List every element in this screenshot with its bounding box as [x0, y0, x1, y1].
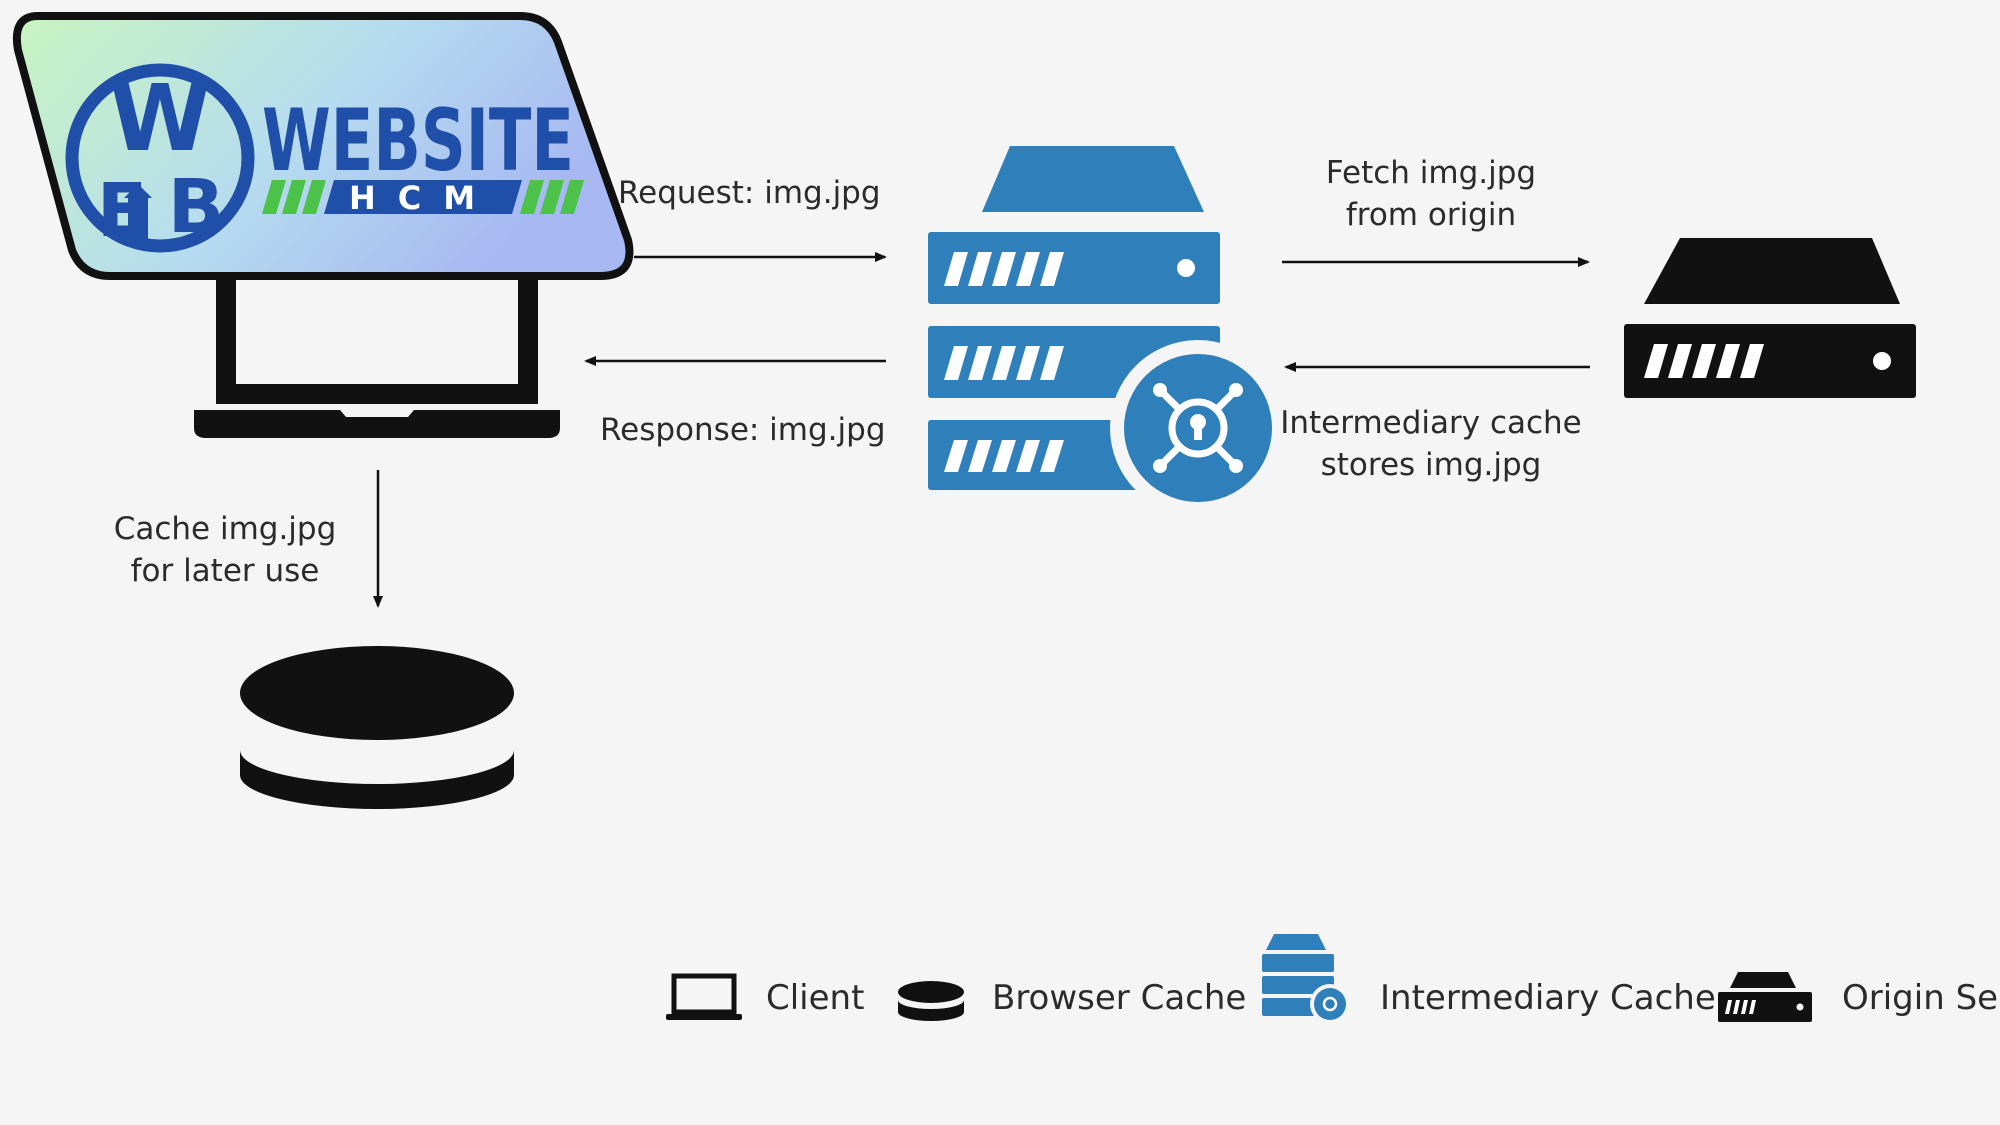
- store-label-line1: Intermediary cache: [1280, 405, 1582, 441]
- logo-brand-sub: HCM: [349, 179, 497, 217]
- laptop-screen-frame: [216, 252, 538, 404]
- fetch-label: Fetch img.jpg from origin: [1290, 152, 1572, 236]
- legend-intermediary-cache-icon: [1262, 934, 1350, 1024]
- browser-cache-disk: [240, 646, 514, 809]
- laptop-base: [194, 410, 560, 438]
- store-label: Intermediary cache stores img.jpg: [1280, 402, 1582, 486]
- legend-browser-cache-icon: [898, 981, 964, 1021]
- website-logo: W E B WEBSITE HCM: [13, 12, 634, 280]
- legend-origin-server-icon: [1718, 972, 1812, 1022]
- legend-client-icon: [666, 973, 742, 1020]
- logo-sub-bar: [324, 180, 522, 214]
- legend-client-label: Client: [766, 978, 865, 1018]
- fetch-label-line2: from origin: [1345, 197, 1517, 233]
- request-label: Request: img.jpg: [618, 175, 881, 211]
- fetch-label-line1: Fetch img.jpg: [1325, 155, 1537, 191]
- response-label: Response: img.jpg: [600, 412, 886, 448]
- legend-browser-cache-label: Browser Cache: [992, 978, 1247, 1018]
- client-laptop: W E B WEBSITE HCM: [13, 12, 634, 438]
- logo-brand-main: WEBSITE: [262, 91, 574, 191]
- logo-letter-b: B: [168, 164, 224, 250]
- legend-origin-server-label: Origin Server: [1842, 978, 2000, 1018]
- logo-letter-w: W: [109, 65, 210, 172]
- store-label-line2: stores img.jpg: [1320, 447, 1542, 483]
- cache-label-line1: Cache img.jpg: [113, 511, 337, 547]
- logo-stripes-left: [262, 180, 326, 214]
- intermediary-cache-server: [928, 146, 1286, 516]
- cache-label-line2: for later use: [130, 553, 320, 589]
- origin-server: [1624, 238, 1916, 398]
- cache-label: Cache img.jpg for later use: [110, 508, 340, 592]
- logo-tower-icon: [124, 184, 152, 240]
- logo-stripes-right: [520, 180, 584, 214]
- logo-monogram-circle: [65, 63, 255, 253]
- legend-intermediary-cache-label: Intermediary Cache: [1380, 978, 1716, 1018]
